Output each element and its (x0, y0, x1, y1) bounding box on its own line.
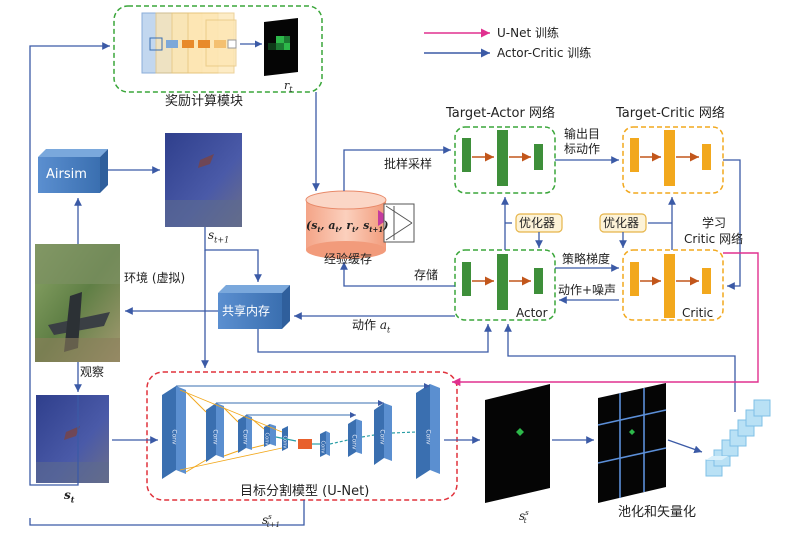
target-actor-label: Target-Actor 网络 (446, 106, 555, 121)
critic-label: Critic (682, 306, 714, 320)
environment-label: 环境 (虚拟) (124, 271, 186, 285)
unet-conv-label-1: Conv (170, 429, 178, 445)
optimizer-critic-label: 优化器 (603, 216, 640, 230)
optimizer-actor-label: 优化器 (519, 216, 556, 230)
pooling-grid (597, 383, 667, 503)
target-critic-box (622, 126, 724, 194)
output-action-line2: 标动作 (564, 142, 601, 156)
action-label: 动作 at (352, 318, 391, 335)
unet-layers (162, 383, 440, 479)
replay-buffer (305, 190, 415, 259)
actor-layers (462, 254, 543, 310)
legend-unet-label: U-Net 训练 (497, 26, 559, 40)
unet-conv-label-6: Conv (319, 440, 326, 454)
reward-output-map (264, 18, 298, 76)
unet-training-path (452, 252, 759, 387)
critic-box (622, 249, 724, 321)
feature-vector (705, 399, 771, 477)
shared-memory-label: 共享内存 (222, 304, 271, 318)
state-next-label: st+1 (208, 228, 230, 245)
airsim-label: Airsim (46, 167, 87, 182)
unet-conv-label-8: Conv (378, 429, 386, 445)
state-current-label: st (64, 488, 75, 505)
shared-memory-box (218, 285, 290, 329)
unet-conv-label-9: Conv (424, 429, 432, 445)
environment-image (35, 244, 120, 362)
unet-conv-label-7: Conv (350, 434, 358, 450)
action-noise-label: 动作+噪声 (558, 283, 617, 297)
observe-label: 观察 (80, 365, 105, 379)
unet-label: 目标分割模型 (U-Net) (240, 484, 370, 499)
target-actor-layers (462, 130, 543, 186)
camera-image-current (36, 395, 109, 483)
legend-ac-label: Actor-Critic 训练 (497, 46, 592, 60)
actor-label: Actor (516, 306, 548, 320)
segmentation-output-map (485, 384, 550, 503)
output-action-line1: 输出目 (564, 127, 601, 141)
store-label: 存储 (414, 268, 439, 282)
reward-output-label: rt (284, 79, 293, 95)
camera-image-next (165, 133, 242, 227)
unet-conv-label-4: Conv (263, 432, 270, 446)
reward-module-label: 奖励计算模块 (165, 94, 244, 109)
ac-connections (29, 42, 741, 526)
unet-conv-label-3: Conv (241, 429, 249, 445)
target-critic-layers (630, 130, 711, 186)
unet-box (146, 371, 458, 501)
state-seg-label: sst (519, 509, 529, 526)
unet-conv-label-2: Conv (211, 429, 219, 445)
reward-module-box (113, 5, 323, 93)
sampling-label: 批样采样 (384, 157, 433, 171)
replay-label: 经验缓存 (324, 252, 373, 266)
learn-line1: 学习 (702, 216, 727, 230)
airsim-box (38, 149, 108, 193)
learn-line2: Critic 网络 (684, 232, 744, 246)
critic-layers (630, 254, 711, 318)
replay-tuple-label: (st, at, rt, st+1) (306, 219, 389, 235)
target-critic-label: Target-Critic 网络 (616, 106, 725, 121)
pooling-label: 池化和矢量化 (618, 505, 697, 520)
policy-gradient-label: 策略梯度 (562, 252, 611, 266)
state-seg-next-label: sst+1 (262, 513, 280, 530)
reward-cnn-stack (141, 12, 237, 74)
unet-conv-label-5: Conv (281, 435, 288, 449)
target-actor-box (454, 126, 556, 194)
